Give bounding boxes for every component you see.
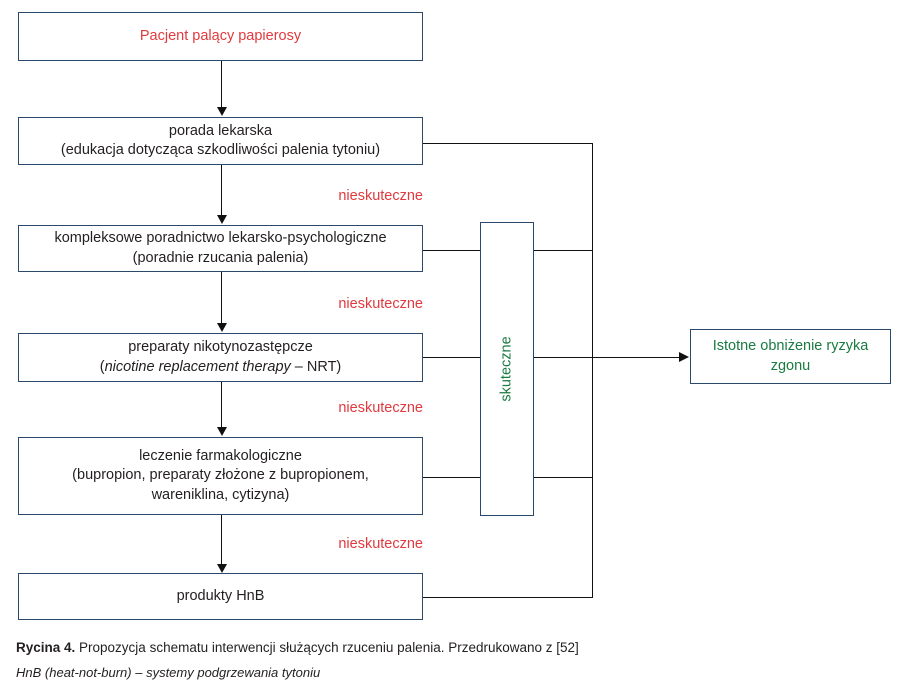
arrowhead-start-to-step1 xyxy=(216,107,227,116)
edge-label-fail-3: nieskuteczne xyxy=(338,400,423,416)
connector-step4-to-step5 xyxy=(221,515,222,565)
node-step1-label: porada lekarska (edukacja dotycząca szko… xyxy=(55,122,386,161)
arrowhead-step2-to-step3 xyxy=(216,323,227,332)
node-step4-line2: (bupropion, preparaty złożone z bupropio… xyxy=(72,467,369,484)
node-outcome-line1: Istotne obniżenie ryzyka xyxy=(712,338,869,355)
arrowhead-step4-to-step5 xyxy=(216,564,227,573)
node-outcome: Istotne obniżenie ryzyka zgonu xyxy=(690,329,891,384)
figure-caption-text: Propozycja schematu interwencji służącyc… xyxy=(75,640,579,655)
node-step2-label: kompleksowe poradnictwo lekarsko-psychol… xyxy=(48,229,392,268)
node-step4: leczenie farmakologiczne (bupropion, pre… xyxy=(18,437,423,515)
figure-caption-note: HnB (heat-not-burn) – systemy podgrzewan… xyxy=(16,665,321,680)
node-step3-line2-prefix: ( xyxy=(99,358,105,375)
node-success-label: skuteczne xyxy=(499,336,516,402)
node-step1-line1: porada lekarska xyxy=(168,122,273,139)
node-step3-line1: preparaty nikotynozastępcze xyxy=(128,339,313,356)
node-step4-label: leczenie farmakologiczne (bupropion, pre… xyxy=(66,447,375,505)
connector-step2-to-step3 xyxy=(221,272,222,324)
node-step4-line3: wareniklina, cytizyna) xyxy=(151,486,290,503)
node-step3-line2-italic: nicotine replacement therapy xyxy=(104,358,291,375)
arrowhead-step3-to-step4 xyxy=(216,427,227,436)
node-success: skuteczne xyxy=(480,222,534,516)
node-step1: porada lekarska (edukacja dotycząca szko… xyxy=(18,117,423,165)
connector-success-to-outcome xyxy=(532,357,682,358)
node-step3-label: preparaty nikotynozastępcze (nicotine re… xyxy=(94,338,348,377)
connector-success-step2-right xyxy=(532,250,593,251)
edge-label-fail-4: nieskuteczne xyxy=(338,536,423,552)
figure-caption: Rycina 4. Propozycja schematu interwencj… xyxy=(16,640,579,655)
connector-step2-success xyxy=(423,250,483,251)
connector-start-to-step1 xyxy=(221,61,222,108)
connector-step5-success xyxy=(423,597,593,598)
node-step1-line2: (edukacja dotycząca szkodliwości palenia… xyxy=(60,142,381,158)
arrowhead-step1-to-step2 xyxy=(216,215,227,224)
node-outcome-label: Istotne obniżenie ryzyka zgonu xyxy=(707,337,875,376)
connector-success-step4-right xyxy=(532,477,593,478)
edge-label-fail-1: nieskuteczne xyxy=(338,188,423,204)
node-step3: preparaty nikotynozastępcze (nicotine re… xyxy=(18,333,423,382)
node-outcome-line2: zgonu xyxy=(770,357,811,374)
node-step4-line1: leczenie farmakologiczne xyxy=(139,448,302,465)
edge-label-fail-2: nieskuteczne xyxy=(338,296,423,312)
connector-step3-success xyxy=(423,357,483,358)
node-step2-line2: (poradnie rzucania palenia) xyxy=(132,249,309,266)
connector-step1-to-step2 xyxy=(221,165,222,216)
node-step5: produkty HnB xyxy=(18,573,423,620)
connector-step3-to-step4 xyxy=(221,382,222,428)
node-step5-label: produkty HnB xyxy=(176,587,265,604)
node-step2: kompleksowe poradnictwo lekarsko-psychol… xyxy=(18,225,423,272)
connector-step1-success xyxy=(423,143,593,144)
connector-step4-success xyxy=(423,477,483,478)
node-step2-line1: kompleksowe poradnictwo lekarsko-psychol… xyxy=(54,230,387,247)
success-trunk-outer xyxy=(592,143,593,598)
arrowhead-success-to-outcome xyxy=(679,352,689,362)
node-step3-line2-suffix: – NRT) xyxy=(290,358,342,375)
figure-caption-label: Rycina 4. xyxy=(16,640,76,655)
node-start-label: Pacjent palący papierosy xyxy=(139,27,302,44)
node-start: Pacjent palący papierosy xyxy=(18,12,423,61)
